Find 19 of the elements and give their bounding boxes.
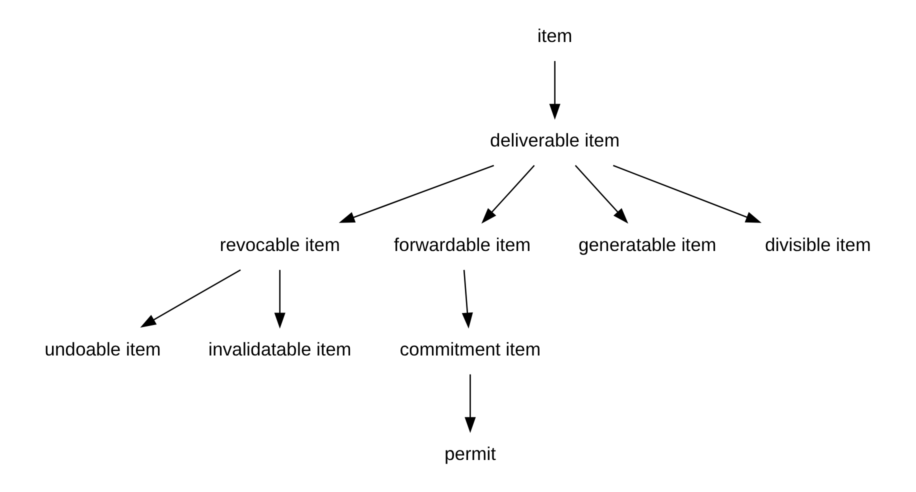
node-text: permit: [444, 442, 496, 464]
node-text: forwardable item: [394, 234, 531, 255]
node-text: item: [537, 25, 572, 46]
node-text: undoable item: [44, 338, 161, 360]
arrow: [574, 165, 628, 224]
node-text: revocable item: [220, 234, 340, 255]
arrow: [464, 374, 476, 434]
arrow: [612, 164, 762, 223]
arrow: [481, 165, 535, 224]
arrow: [274, 270, 286, 329]
arrow: [462, 270, 473, 329]
arrow: [549, 61, 560, 120]
node-text: generatable item: [578, 234, 716, 255]
node-text: divisible item: [764, 234, 871, 255]
arrow: [338, 164, 494, 223]
node-text: invalidatable item: [208, 338, 352, 360]
node-text: commitment item: [400, 338, 541, 360]
arrow: [140, 269, 241, 328]
node-text: deliverable item: [490, 129, 620, 150]
